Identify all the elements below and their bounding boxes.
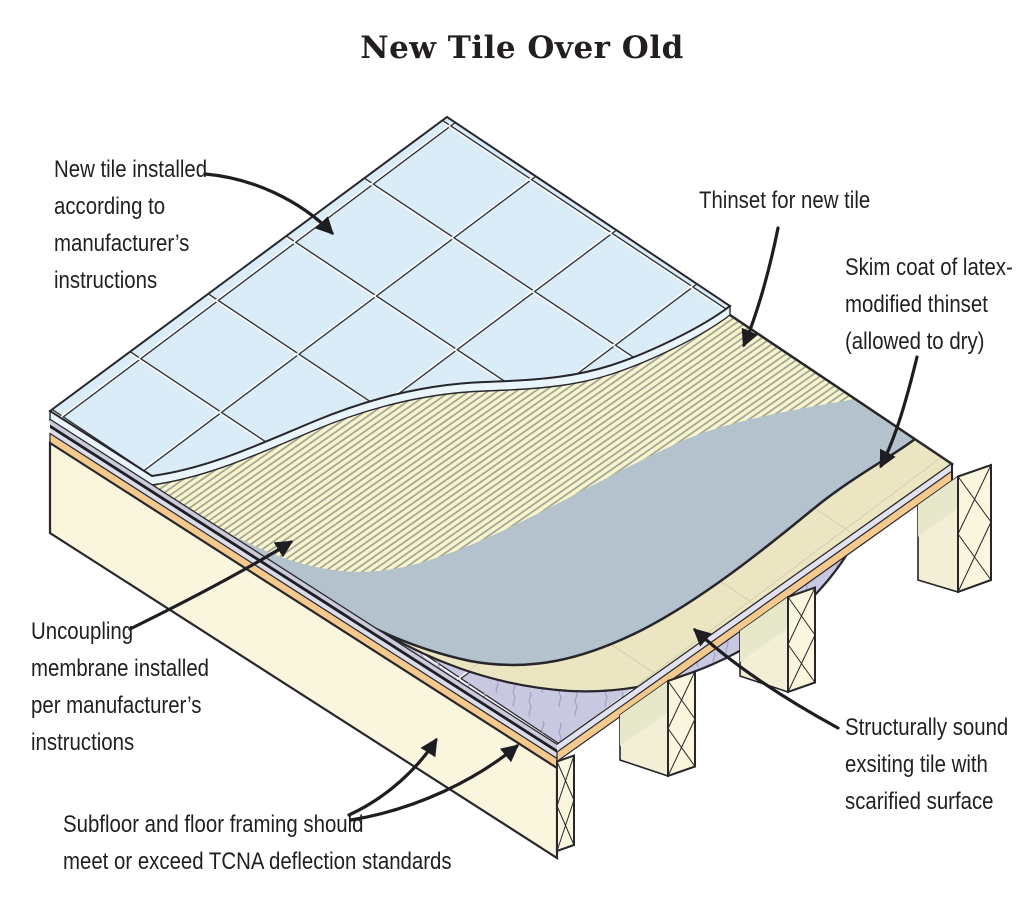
label-subfloor-framing: Subfloor and floor framing should meet o…	[63, 806, 520, 880]
label-existing-tile: Structurally sound exsiting tile with sc…	[845, 709, 1024, 820]
label-line: (allowed to dry)	[845, 328, 985, 355]
label-line: Skim coat of latex-	[845, 254, 1013, 281]
label-line: Structurally sound	[845, 714, 1009, 741]
joist-shadow	[740, 597, 788, 662]
label-line: Thinset for new tile	[699, 187, 871, 214]
x-bracing	[556, 755, 575, 852]
label-line: modified thinset	[845, 291, 988, 318]
arrow-to-membrane	[128, 540, 294, 631]
joist	[556, 754, 575, 853]
joist-shadow	[620, 681, 668, 746]
joist	[619, 670, 696, 778]
label-line: per manufacturer’s	[31, 692, 202, 719]
label-line: manufacturer’s	[54, 230, 190, 257]
arrow-to-subfloor	[349, 744, 520, 822]
label-line: according to	[54, 193, 166, 220]
x-bracing	[957, 464, 992, 593]
joist	[917, 463, 992, 594]
arrow-to-new-tile	[203, 172, 334, 235]
label-line: exsiting tile with	[845, 751, 988, 778]
label-line: instructions	[31, 729, 135, 756]
label-line: New tile installed	[54, 156, 208, 183]
x-bracing	[667, 671, 696, 777]
label-line: Subfloor and floor framing should	[63, 811, 364, 838]
x-bracing	[787, 587, 816, 693]
label-new-tile: New tile installed according to manufact…	[54, 151, 234, 299]
arrow-to-thinset	[741, 226, 780, 348]
thinset-layer	[152, 315, 855, 572]
arrow-to-skim-coat	[879, 355, 919, 469]
joist-shadow	[918, 476, 958, 537]
label-line: scarified surface	[845, 788, 994, 815]
label-uncoupling-membrane: Uncoupling membrane installed per manufa…	[31, 613, 240, 761]
membrane-layer	[212, 399, 916, 667]
joist	[739, 586, 816, 694]
arrow-to-framing	[347, 737, 438, 817]
label-thinset: Thinset for new tile	[699, 182, 900, 219]
label-line: instructions	[54, 267, 158, 294]
arrow-to-existing-tile	[693, 628, 840, 730]
label-line: meet or exceed TCNA deflection standards	[63, 848, 452, 875]
diagram-title: New Tile Over Old	[360, 30, 684, 66]
floor-edge-profile-left	[49, 420, 558, 770]
label-skim-coat: Skim coat of latex- modified thinset (al…	[845, 249, 1024, 360]
label-line: membrane installed	[31, 655, 210, 682]
label-line: Uncoupling	[31, 618, 134, 645]
